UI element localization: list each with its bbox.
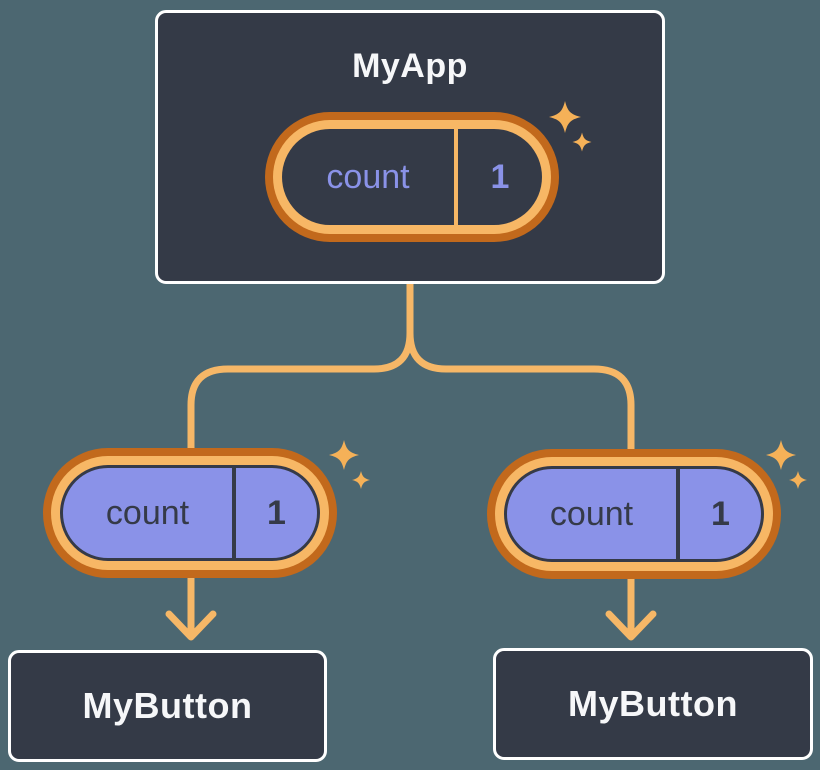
sparkle-small-icon (572, 132, 592, 152)
state-pill-core: count 1 (282, 129, 542, 225)
prop-pill-right-child: count 1 (487, 449, 781, 579)
state-value: 1 (490, 157, 510, 196)
arrowhead-down-icon-right (605, 610, 657, 641)
prop-pill-ring: count 1 (495, 457, 773, 571)
state-pill-root: count 1 (265, 112, 559, 242)
component-title: MyButton (568, 683, 738, 724)
prop-pill-core: count 1 (60, 465, 320, 561)
pill-divider (676, 469, 680, 559)
prop-value: 1 (711, 494, 730, 533)
arrowhead-down-icon-left (165, 610, 217, 641)
state-name: count (326, 157, 410, 196)
sparkle-small-icon (352, 471, 370, 489)
connector-root-to-left-child (187, 280, 414, 640)
prop-pill-core: count 1 (504, 466, 764, 562)
sparkle-small-icon (789, 471, 807, 489)
state-pill-ring: count 1 (273, 120, 551, 234)
prop-pill-left-child: count 1 (43, 448, 337, 578)
component-node-left-child: MyButton (8, 650, 327, 762)
prop-name: count (105, 493, 190, 532)
sparkle-icon (766, 440, 807, 489)
prop-value: 1 (267, 493, 286, 532)
sparkle-icon (549, 101, 592, 152)
prop-name: count (549, 494, 634, 533)
sparkle-big-icon (329, 440, 359, 470)
sparkle-big-icon (549, 101, 581, 133)
prop-pill-ring: count 1 (51, 456, 329, 570)
pill-divider (232, 468, 236, 558)
component-node-right-child: MyButton (493, 648, 813, 760)
connector-root-to-right-child (406, 280, 635, 640)
component-title: MyApp (352, 47, 468, 85)
sparkle-icon (329, 440, 370, 489)
component-title: MyButton (82, 685, 253, 726)
pill-divider (454, 129, 458, 225)
sparkle-big-icon (766, 440, 796, 470)
